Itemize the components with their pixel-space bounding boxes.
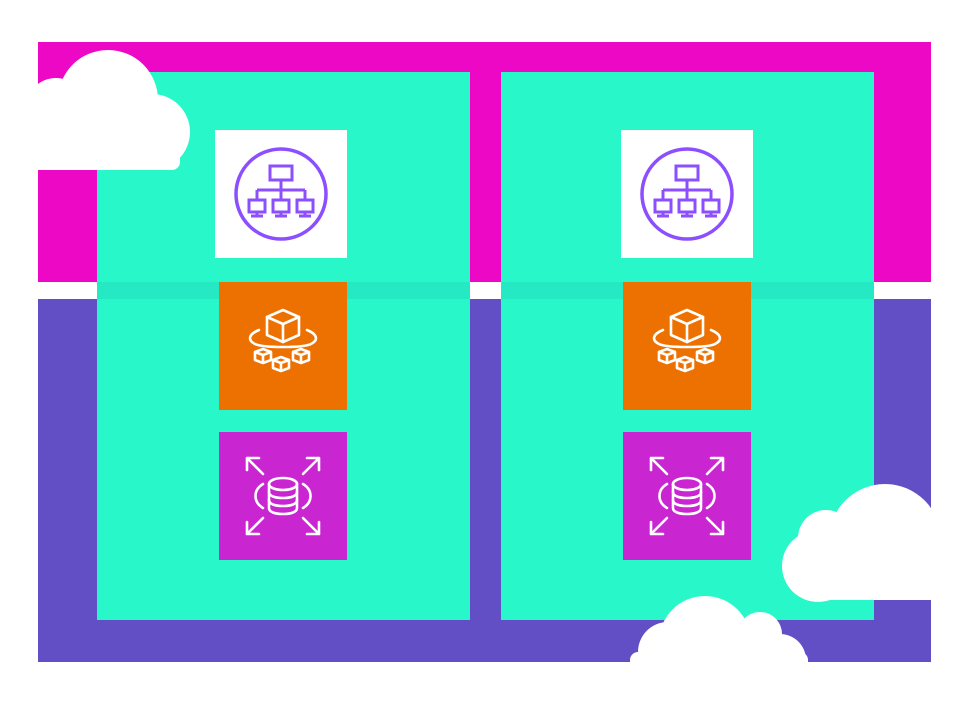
rds-database-icon	[233, 446, 333, 546]
rds-database-icon	[637, 446, 737, 546]
network-tile-2	[621, 130, 753, 258]
network-tile-1	[215, 130, 347, 258]
ecs-containers-icon	[241, 304, 325, 388]
ecs-containers-icon	[645, 304, 729, 388]
compute-tile-2	[623, 282, 751, 410]
compute-tile-1	[219, 282, 347, 410]
database-tile-2	[623, 432, 751, 560]
database-tile-1	[219, 432, 347, 560]
load-balancer-icon	[635, 142, 739, 246]
load-balancer-icon	[229, 142, 333, 246]
